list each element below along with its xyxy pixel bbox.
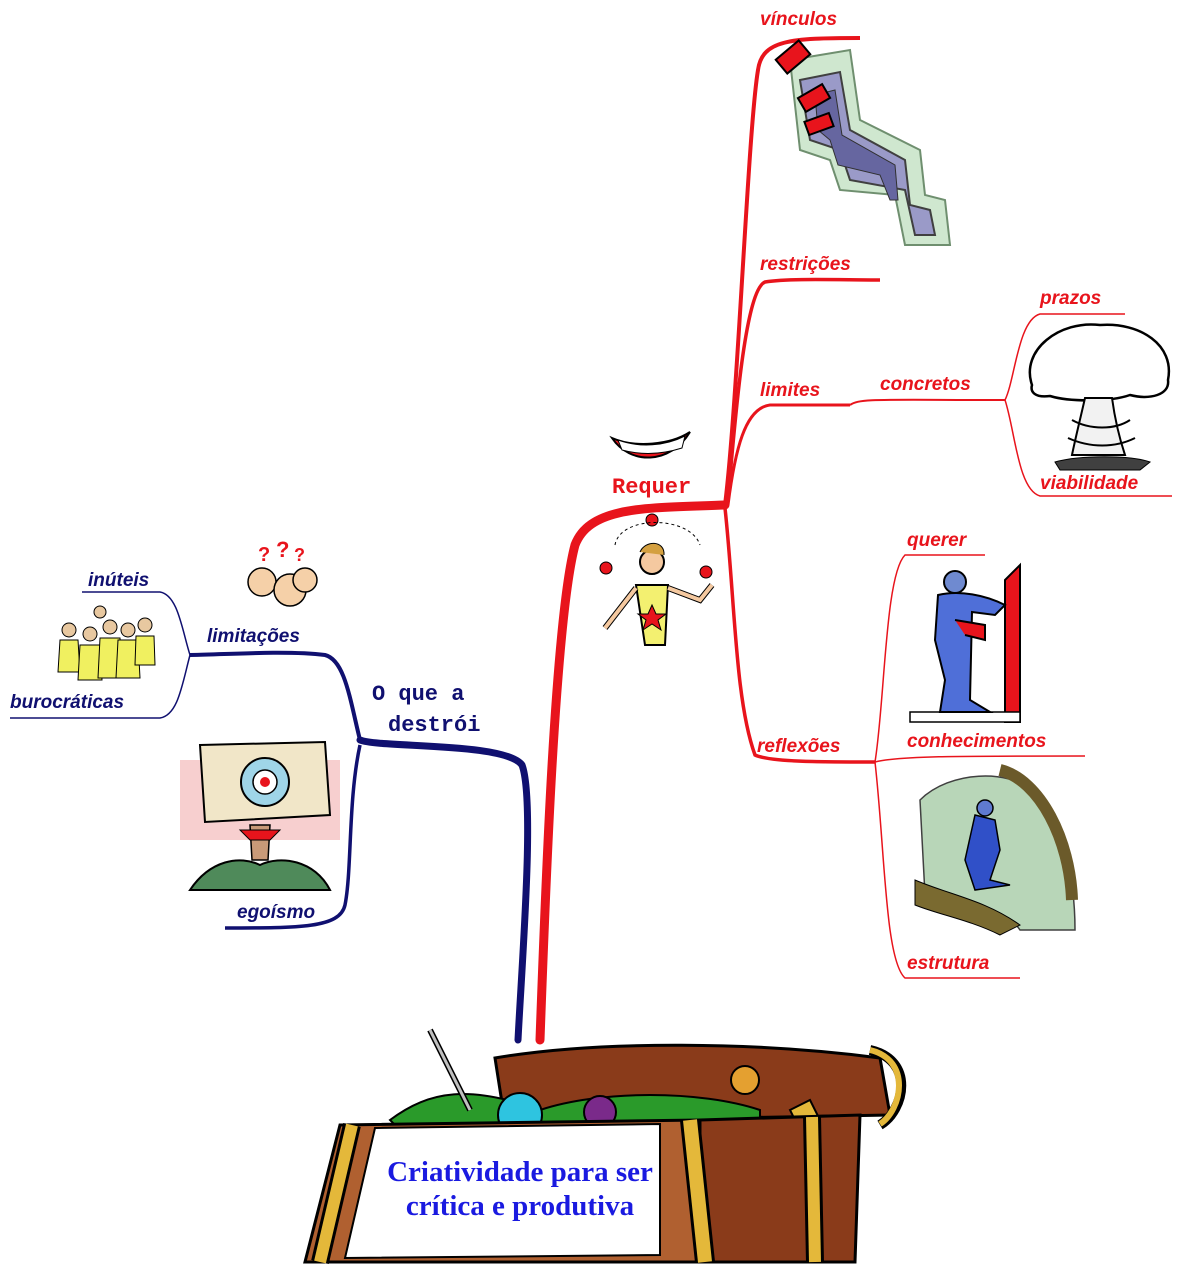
egoismo-branch [224,744,362,930]
svg-text:?: ? [258,544,270,566]
requer-label: Requer [612,475,692,500]
restricoes-branch [726,277,881,501]
querer-branch [874,554,985,763]
limitacoes-branch [189,650,362,741]
crowd-icon [57,605,156,681]
smile-mouth-icon [609,431,691,459]
estrutura-branch [874,761,1020,979]
conhecimentos-branch [874,755,1086,763]
viabilidade-label: viabilidade [1040,473,1139,494]
vinculos-branch [723,36,861,506]
concretos-label: concretos [880,374,971,395]
treasure-chest-icon [303,1028,907,1265]
svg-text:?: ? [294,545,305,565]
destroi-line2: destrói [388,713,481,738]
target-head-icon [180,740,340,891]
limites-branch [726,403,850,506]
querer-label: querer [907,530,967,551]
destroi-line1: O que a [372,682,465,707]
center-topic-line1: Criatividade para ser [387,1156,653,1188]
prazos-branch [1004,313,1125,401]
climbing-books-icon [774,39,952,246]
inuteis-branch [82,591,191,656]
juggler-icon [599,513,715,646]
limitacoes-label: limitações [207,626,300,647]
pushing-man-icon [909,562,1021,723]
inuteis-label: inúteis [88,570,150,591]
confused-heads-icon: ? ? ? [247,537,318,607]
restricoes-label: restrições [760,254,851,275]
concretos-branch [849,398,1006,406]
limites-label: limites [760,380,821,401]
destroi-main-branch [356,736,532,1044]
conhecimentos-label: conhecimentos [907,731,1047,752]
requer-main-branch [535,500,730,1045]
center-topic: Criatividade para ser crítica e produtiv… [355,1155,685,1223]
reflexoes-branch [723,507,876,764]
viabilidade-branch [1004,399,1172,497]
burocraticas-label: burocráticas [10,692,125,713]
estrutura-label: estrutura [907,953,990,974]
mushroom-cloud-icon [1028,323,1171,471]
climbing-man-icon [914,764,1078,936]
reflexoes-label: reflexões [757,736,841,757]
egoismo-label: egoísmo [237,902,316,923]
svg-text:?: ? [276,537,289,562]
center-topic-line2: crítica e produtiva [405,1190,635,1222]
vinculos-label: vínculos [760,9,838,30]
burocraticas-branch [10,654,191,719]
prazos-label: prazos [1040,288,1102,309]
